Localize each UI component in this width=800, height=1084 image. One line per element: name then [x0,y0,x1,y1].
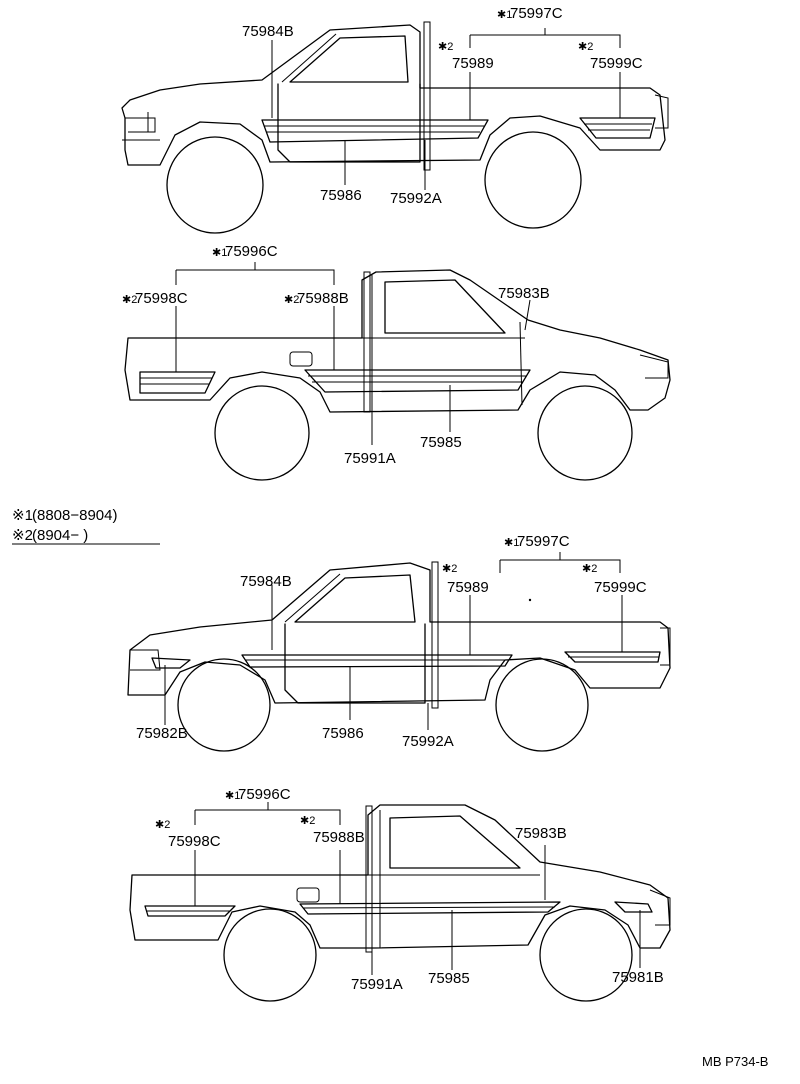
truck-3-labels: 75984B ✱1 75997C ✱2 75989 ✱2 75999C 7598… [136,533,647,750]
label-75989: 75989 [452,55,494,72]
label-75992a: 75992A [390,190,442,207]
label-75984b: 75984B [242,23,294,40]
truck-1-labels: 75984B ✱1 75997C ✱2 75989 ✱2 75999C 7598… [242,5,643,207]
label-group-mark: ✱1 [225,790,240,802]
truck-2-labels: ✱1 75996C ✱2 75998C ✱2 75988B 75983B 759… [122,243,550,467]
label-mark-2: ✱2 [582,563,597,575]
label-mark-2: ✱2 [300,815,315,827]
label-mark-2: ✱2 [442,563,457,575]
label-75988b: 75988B [297,290,349,307]
label-75983b: 75983B [498,285,550,302]
footer-code: MB P734-B [702,1054,768,1069]
label-mark-2: ✱2 [155,819,170,831]
label-75981b: 75981B [612,969,664,986]
label-mark-2: ✱2 [122,294,137,306]
label-group-mark: ✱1 [212,247,227,259]
label-75984b: 75984B [240,573,292,590]
legend-item-2-mark: ※2 [12,527,33,544]
stripe-decal [144,901,653,917]
label-group-mark: ✱1 [497,9,512,21]
label-75996c: 75996C [225,243,278,260]
label-75992a: 75992A [402,733,454,750]
truck-1-drawing [121,21,669,234]
label-75991a: 75991A [344,450,396,467]
label-75986: 75986 [322,725,364,742]
label-75982b: 75982B [136,725,188,742]
truck-4-labels: ✱1 75996C ✱2 75998C ✱2 75988B 75983B 759… [155,786,664,993]
label-75997c: 75997C [517,533,570,550]
label-mark-2: ✱2 [438,41,453,53]
label-75985: 75985 [420,434,462,451]
label-mark-2: ✱2 [578,41,593,53]
label-group-mark: ✱1 [504,537,519,549]
label-mark-2: ✱2 [284,294,299,306]
truck-3-drawing [127,552,671,752]
label-75999c: 75999C [590,55,643,72]
label-75997c: 75997C [510,5,563,22]
label-75999c: 75999C [594,579,647,596]
label-75988b: 75988B [313,829,365,846]
stripe-decal [139,369,531,394]
label-75998c: 75998C [168,833,221,850]
truck-4-drawing [129,802,671,1002]
label-75989: 75989 [447,579,489,596]
label-75985: 75985 [428,970,470,987]
truck-2-drawing [124,262,671,481]
label-75998c: 75998C [135,290,188,307]
legend-item-1-mark: ※1 [12,507,33,524]
legend-item-2-range: (8904− ) [32,527,88,544]
legend-item-1-range: (8808−8904) [32,507,118,524]
label-75983b: 75983B [515,825,567,842]
stripe-decal [261,117,656,143]
stripe-decal [151,651,661,669]
legend: ※1 (8808−8904) ※2 (8904− ) [12,507,160,545]
label-75986: 75986 [320,187,362,204]
label-75996c: 75996C [238,786,291,803]
label-75991a: 75991A [351,976,403,993]
